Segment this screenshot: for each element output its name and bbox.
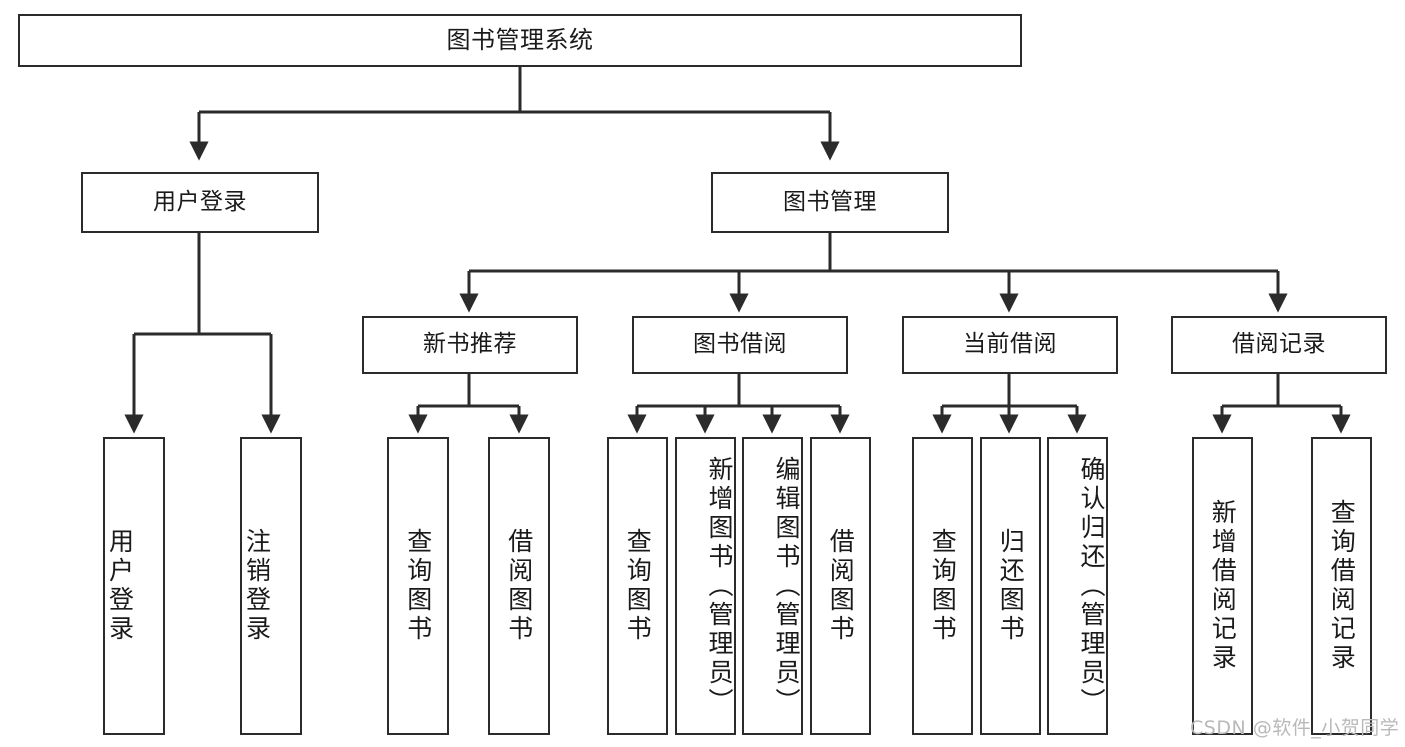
leaf-add-borrow-record[interactable]: 新增借阅记录 [1192,437,1253,735]
leaf-label: 查询图书 [403,528,433,644]
leaf-label: 借阅图书 [826,528,856,644]
leaf-label: 新增借阅记录 [1208,499,1238,673]
leaf-label: 查询图书 [623,528,653,644]
leaf-edit-book-admin[interactable]: 编辑图书（管理员） [742,437,803,735]
leaf-logout[interactable]: 注销登录 [240,437,302,735]
leaf-label: 查询图书 [928,528,958,644]
leaf-query-book-new[interactable]: 查询图书 [387,437,449,735]
leaf-label: 查询借阅记录 [1327,499,1357,673]
leaf-borrow-book-new[interactable]: 借阅图书 [488,437,550,735]
leaf-label: 编辑图书（管理员） [772,455,801,717]
node-current-borrow[interactable]: 当前借阅 [902,316,1118,374]
node-book-borrow[interactable]: 图书借阅 [632,316,848,374]
leaf-label: 借阅图书 [504,528,534,644]
leaf-label: 注销登录 [242,528,272,644]
leaf-borrow-book-action[interactable]: 借阅图书 [810,437,871,735]
node-borrow-record[interactable]: 借阅记录 [1171,316,1387,374]
leaf-query-book-borrow[interactable]: 查询图书 [607,437,668,735]
leaf-return-book[interactable]: 归还图书 [980,437,1041,735]
csdn-watermark: CSDN @软件_小贺同学 [1190,717,1400,739]
leaf-user-login[interactable]: 用户登录 [103,437,165,735]
leaf-label: 确认归还（管理员） [1077,455,1106,717]
node-new-book-recommend[interactable]: 新书推荐 [362,316,578,374]
leaf-label: 新增图书（管理员） [705,455,734,717]
node-book-management[interactable]: 图书管理 [711,172,949,233]
leaf-query-borrow-record[interactable]: 查询借阅记录 [1311,437,1372,735]
leaf-query-book-current[interactable]: 查询图书 [912,437,973,735]
node-root-system[interactable]: 图书管理系统 [18,14,1022,67]
leaf-confirm-return-admin[interactable]: 确认归还（管理员） [1047,437,1108,735]
node-user-login[interactable]: 用户登录 [81,172,319,233]
leaf-label: 归还图书 [996,528,1026,644]
leaf-add-book-admin[interactable]: 新增图书（管理员） [675,437,736,735]
leaf-label: 用户登录 [105,528,135,644]
